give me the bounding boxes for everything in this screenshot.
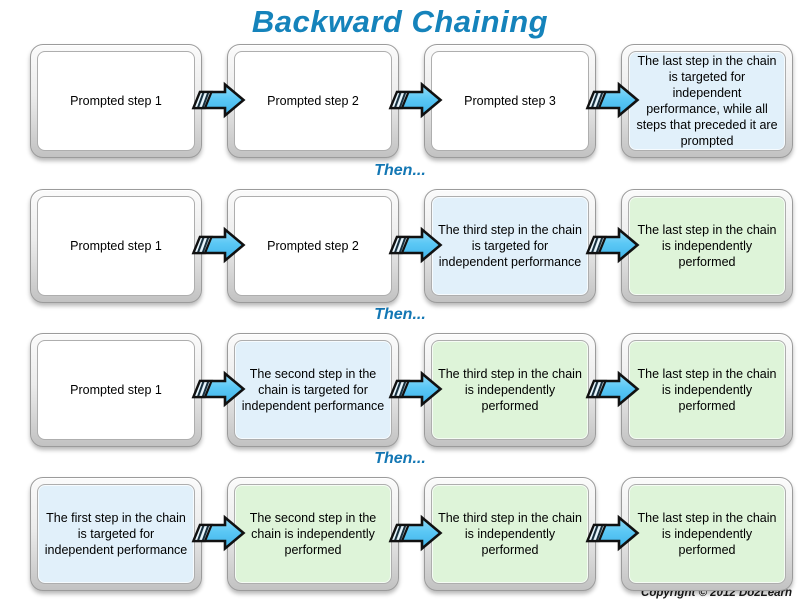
then-label: Then... bbox=[374, 162, 426, 179]
step-box-text: The third step in the chain is independe… bbox=[431, 484, 589, 584]
arrow-right-icon bbox=[388, 370, 443, 408]
step-box-text: Prompted step 1 bbox=[37, 51, 195, 151]
step-box: The third step in the chain is targeted … bbox=[424, 189, 596, 303]
arrow-right-icon bbox=[388, 226, 443, 264]
chain-row-3: Prompted step 1 The second step in the ch… bbox=[0, 333, 800, 447]
step-box-text: Prompted step 2 bbox=[234, 51, 392, 151]
then-label: Then... bbox=[374, 306, 426, 323]
arrow-right-icon bbox=[191, 370, 246, 408]
step-box-text: The last step in the chain is independen… bbox=[628, 484, 786, 584]
then-label: Then... bbox=[374, 450, 426, 467]
step-box-text: The third step in the chain is targeted … bbox=[431, 196, 589, 296]
step-box: Prompted step 1 bbox=[30, 189, 202, 303]
arrow-right-icon bbox=[585, 81, 640, 119]
step-box: Prompted step 1 bbox=[30, 333, 202, 447]
arrow-right-icon bbox=[191, 81, 246, 119]
page-title: Backward Chaining bbox=[251, 4, 549, 39]
step-box: The last step in the chain is independen… bbox=[621, 333, 793, 447]
step-box: The second step in the chain is targeted… bbox=[227, 333, 399, 447]
arrow-right-icon bbox=[585, 514, 640, 552]
step-box-text: Prompted step 1 bbox=[37, 340, 195, 440]
arrow-right-icon bbox=[191, 226, 246, 264]
chain-row-2: Prompted step 1 Prompted step 2 The third … bbox=[0, 189, 800, 303]
step-box-text: The last step in the chain is independen… bbox=[628, 340, 786, 440]
arrow-right-icon bbox=[585, 370, 640, 408]
step-box: Prompted step 1 bbox=[30, 44, 202, 158]
chain-row-1: Prompted step 1 Prompted step 2 Prompted s… bbox=[0, 44, 800, 158]
step-box-text: The second step in the chain is independ… bbox=[234, 484, 392, 584]
step-box: The last step in the chain is independen… bbox=[621, 189, 793, 303]
step-box-text: The third step in the chain is independe… bbox=[431, 340, 589, 440]
arrow-right-icon bbox=[388, 81, 443, 119]
arrow-right-icon bbox=[585, 226, 640, 264]
arrow-right-icon bbox=[191, 514, 246, 552]
step-box-text: The first step in the chain is targeted … bbox=[37, 484, 195, 584]
step-box-text: Prompted step 2 bbox=[234, 196, 392, 296]
step-box: The last step in the chain is independen… bbox=[621, 477, 793, 591]
step-box: The third step in the chain is independe… bbox=[424, 477, 596, 591]
step-box: Prompted step 2 bbox=[227, 44, 399, 158]
chain-row-4: The first step in the chain is targeted … bbox=[0, 477, 800, 591]
step-box: The third step in the chain is independe… bbox=[424, 333, 596, 447]
step-box-text: The last step in the chain is targeted f… bbox=[628, 51, 786, 151]
step-box: The first step in the chain is targeted … bbox=[30, 477, 202, 591]
step-box-text: Prompted step 1 bbox=[37, 196, 195, 296]
arrow-right-icon bbox=[388, 514, 443, 552]
step-box-text: The second step in the chain is targeted… bbox=[234, 340, 392, 440]
step-box: The second step in the chain is independ… bbox=[227, 477, 399, 591]
step-box: Prompted step 3 bbox=[424, 44, 596, 158]
step-box: The last step in the chain is targeted f… bbox=[621, 44, 793, 158]
step-box-text: The last step in the chain is independen… bbox=[628, 196, 786, 296]
step-box: Prompted step 2 bbox=[227, 189, 399, 303]
step-box-text: Prompted step 3 bbox=[431, 51, 589, 151]
